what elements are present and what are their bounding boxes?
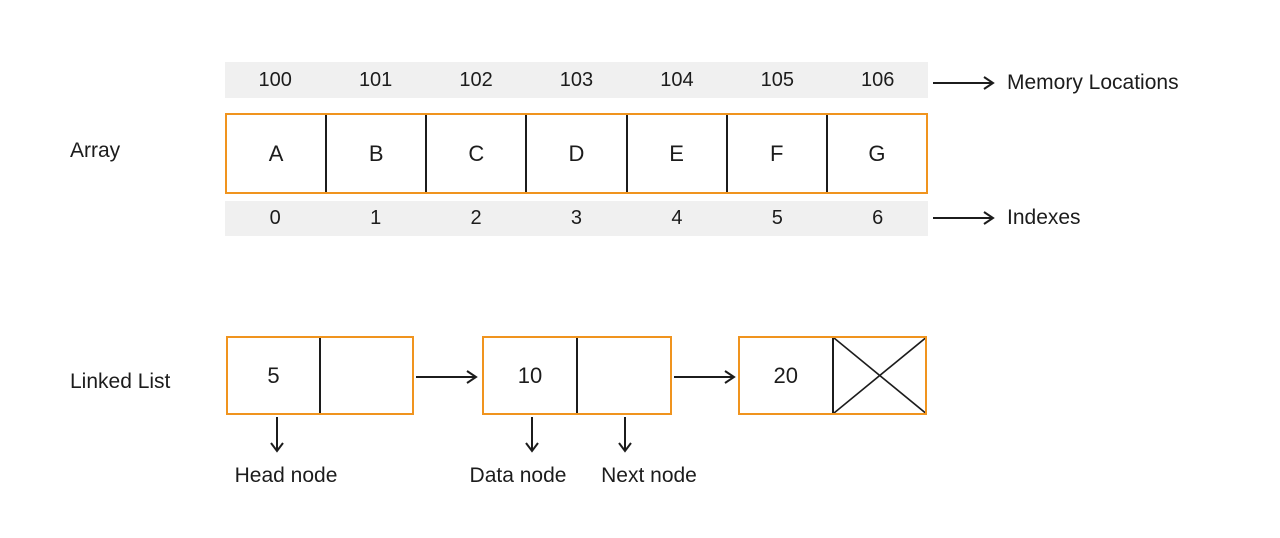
memory-locations-label: Memory Locations: [1007, 71, 1179, 94]
linked-list-section-label: Linked List: [70, 370, 171, 393]
indexes-row: 0 1 2 3 4 5 6: [225, 201, 928, 236]
memory-location-cell: 102: [459, 68, 493, 91]
indexes-label: Indexes: [1007, 206, 1081, 229]
array-cell: B: [327, 115, 428, 192]
arrow-down-icon: [270, 417, 284, 453]
array-cell: G: [868, 140, 886, 166]
data-node-label: Data node: [469, 464, 567, 487]
array-cells-row: A B C D E F G: [225, 113, 928, 194]
next-node-label: Next node: [601, 464, 697, 487]
node-data-cell: 5: [228, 338, 321, 413]
array-cell: D: [527, 115, 628, 192]
memory-location-cell: 100: [258, 68, 292, 91]
node-pointer-cell: [833, 338, 925, 413]
arrow-right-icon: [416, 370, 478, 384]
linked-list-node: 10: [482, 336, 672, 415]
linked-list-node: 20: [738, 336, 927, 415]
array-cell: E: [628, 115, 728, 192]
arrow-right-icon: [933, 76, 995, 90]
index-cell: 0: [269, 207, 281, 229]
head-node-label: Head node: [234, 464, 338, 487]
index-cell: 4: [671, 207, 683, 229]
linked-list-node: 5: [226, 336, 414, 415]
arrow-right-icon: [933, 211, 995, 225]
memory-location-cell: 103: [559, 68, 594, 91]
arrow-down-icon: [618, 417, 632, 453]
array-cell: A: [227, 115, 328, 192]
arrow-down-icon: [525, 417, 539, 453]
memory-location-cell: 101: [358, 68, 393, 91]
null-cross-icon: [833, 338, 925, 413]
node-pointer-cell: [578, 338, 670, 413]
memory-location-cell: 106: [861, 68, 895, 91]
memory-location-cell: 104: [660, 68, 694, 91]
array-cell: C: [427, 115, 528, 192]
array-section-label: Array: [70, 139, 121, 162]
index-cell: 1: [370, 207, 382, 229]
index-cell: 5: [771, 207, 783, 229]
array-cell: F: [728, 115, 828, 192]
arrow-right-icon: [674, 370, 736, 384]
index-cell: 3: [570, 207, 583, 229]
memory-locations-row: 100 101 102 103 104 105 106: [225, 62, 928, 98]
index-cell: 2: [470, 207, 482, 229]
node-data-cell: 20: [740, 338, 834, 413]
node-pointer-cell: [321, 338, 412, 413]
memory-location-cell: 105: [760, 68, 794, 91]
index-cell: 6: [872, 207, 884, 229]
node-data-cell: 10: [484, 338, 578, 413]
